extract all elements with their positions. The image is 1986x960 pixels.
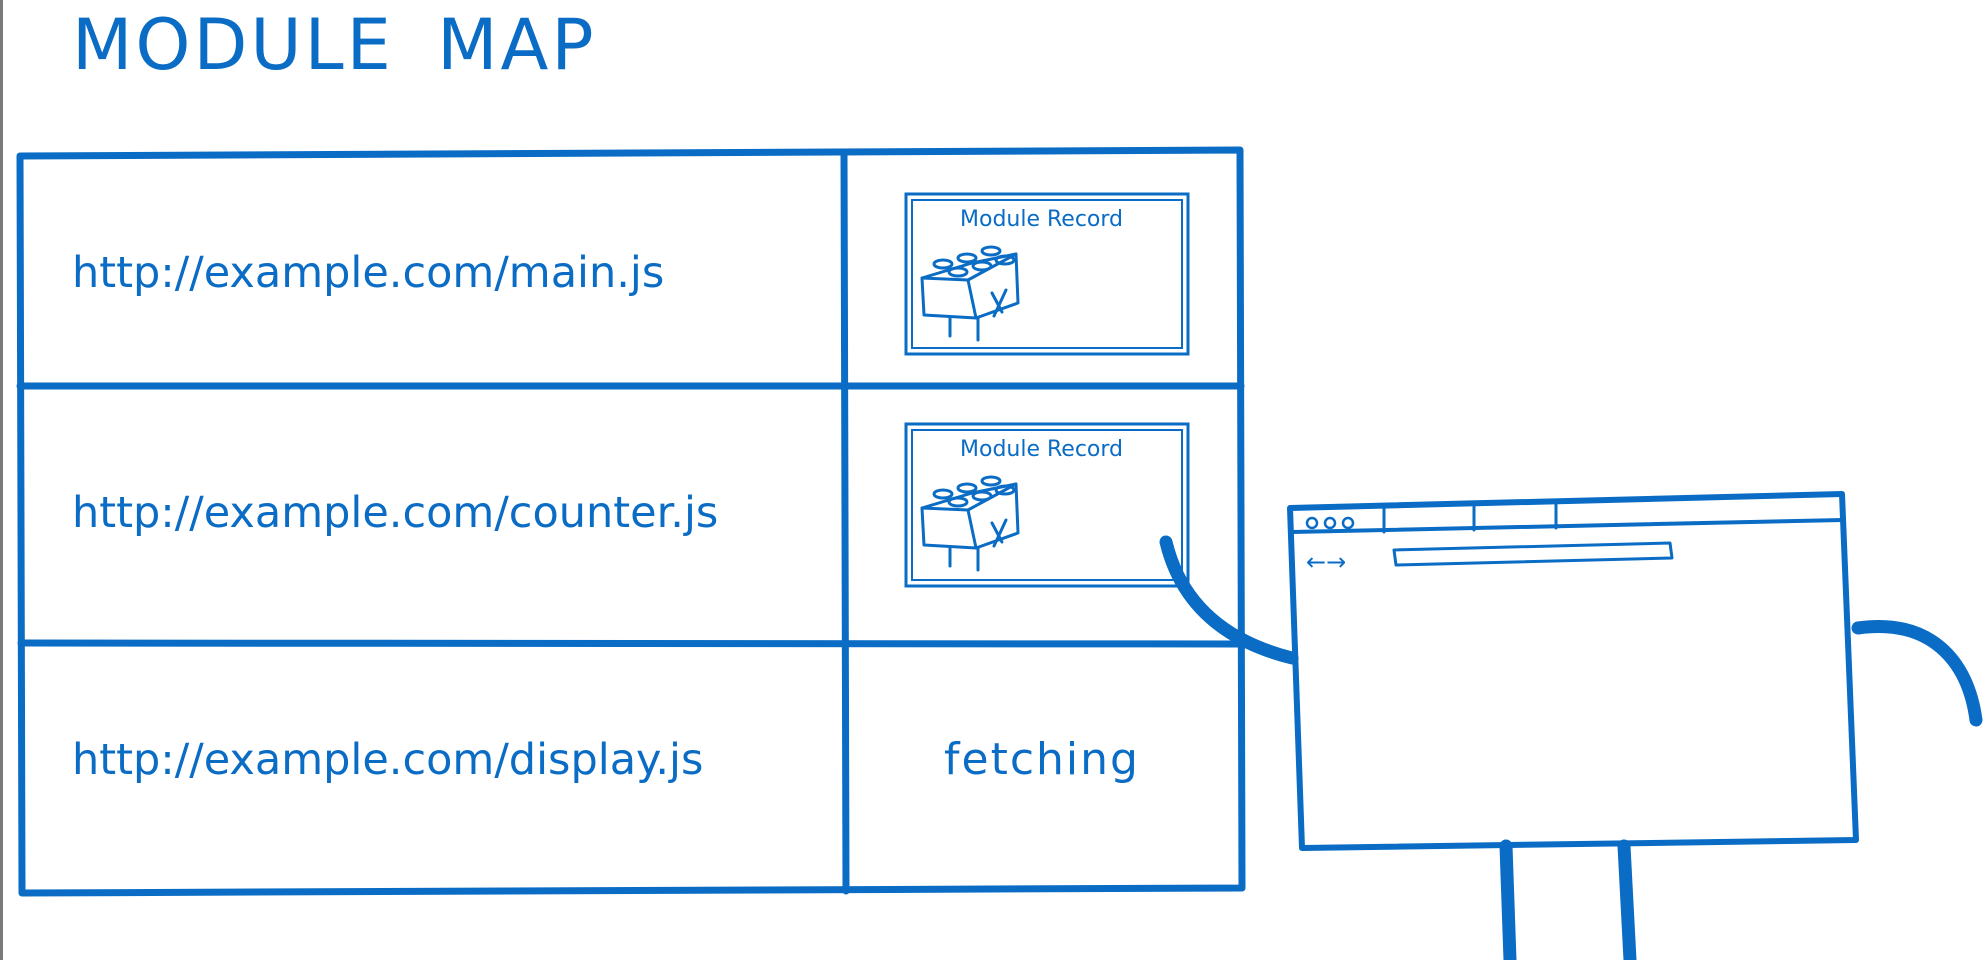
browser-nav-arrows: ←→ [1306, 548, 1346, 576]
fetching-status: fetching [944, 734, 1140, 785]
browser-address-bar [1392, 541, 1674, 567]
row-url-display: http://example.com/display.js [72, 735, 703, 785]
browser-window-icon [1159, 491, 1983, 960]
lego-brick-icon [920, 475, 1020, 572]
module-record-label: Module Record [960, 437, 1123, 462]
lego-brick-icon [920, 245, 1020, 342]
module-record-card: Module Record [904, 422, 1190, 588]
module-record-label: Module Record [960, 207, 1123, 232]
page-title: MODULE MAP [72, 4, 597, 86]
browser-tab-strip [1290, 518, 1845, 534]
table-outline [16, 146, 1246, 897]
table-row-divider-2 [17, 639, 1245, 648]
table-row-divider-1 [16, 381, 1245, 391]
browser-window-dots [1305, 516, 1355, 530]
table-column-divider [840, 148, 850, 895]
module-record-card: Module Record [904, 192, 1190, 356]
browser-left-arm [1159, 535, 1299, 665]
row-url-counter: http://example.com/counter.js [72, 488, 718, 538]
browser-right-leg [1617, 839, 1637, 960]
module-map-table [16, 146, 1246, 897]
row-url-main: http://example.com/main.js [72, 248, 664, 298]
left-edge-line [0, 0, 3, 960]
browser-left-leg [1499, 839, 1517, 960]
browser-window-frame [1287, 491, 1859, 851]
browser-right-arm [1851, 620, 1983, 727]
